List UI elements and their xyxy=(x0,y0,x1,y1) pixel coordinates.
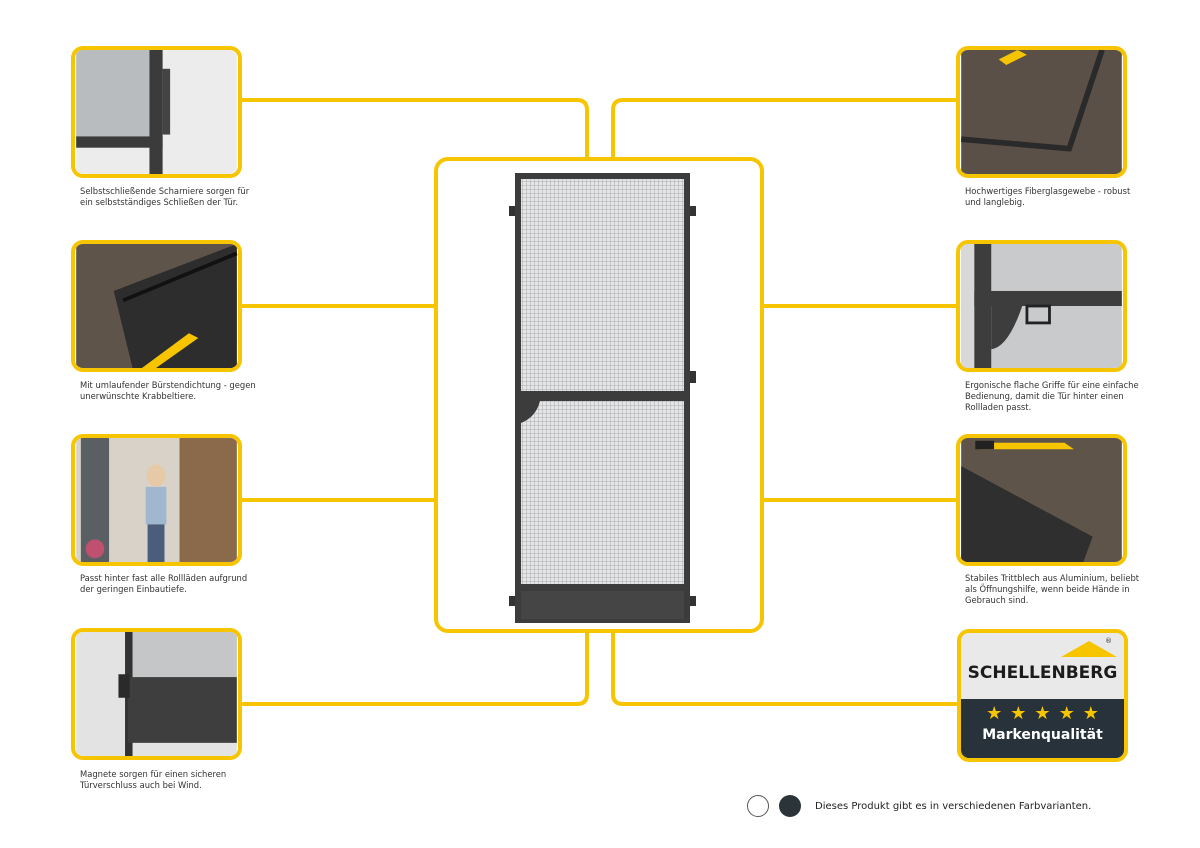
brush-seal-photo xyxy=(71,240,242,372)
caption-brush-seal: Mit umlaufender Bürstendichtung - gegen … xyxy=(80,380,256,401)
star-rating-icon: ★★★★★ xyxy=(986,703,1107,724)
caption-installation-depth: Passt hinter fast alle Rollläden aufgrun… xyxy=(80,573,248,594)
magnet-photo xyxy=(71,628,242,760)
handle-photo xyxy=(956,240,1127,372)
variants-text: Dieses Produkt gibt es in verschiedenen … xyxy=(815,800,1092,812)
color-swatch-white[interactable] xyxy=(747,795,769,817)
schellenberg-quality-badge: ® SCHELLENBERG ★★★★★ Markenqualität xyxy=(957,629,1128,762)
woman-door-photo xyxy=(71,434,242,566)
caption-kickplate: Stabiles Trittblech aus Aluminium, belie… xyxy=(965,573,1140,605)
caption-fiberglass: Hochwertiges Fiberglasgewebe - robust un… xyxy=(965,186,1131,207)
color-swatch-anthracite[interactable] xyxy=(779,795,801,817)
registered-mark: ® xyxy=(1105,637,1112,645)
kickplate-photo xyxy=(956,434,1127,566)
quality-label: Markenqualität xyxy=(982,727,1103,743)
caption-hinges: Selbstschließende Scharniere sorgen für … xyxy=(80,186,250,207)
caption-magnets: Magnete sorgen für einen sicheren Türver… xyxy=(80,769,227,790)
color-variants: Dieses Produkt gibt es in verschiedenen … xyxy=(747,795,1091,817)
logo-roof-icon xyxy=(1061,641,1117,657)
product-door-image xyxy=(434,157,764,633)
fiberglass-photo xyxy=(956,46,1127,178)
caption-handles: Ergonische flache Griffe für eine einfac… xyxy=(965,380,1139,412)
brand-name: SCHELLENBERG xyxy=(967,663,1118,683)
hinge-photo xyxy=(71,46,242,178)
